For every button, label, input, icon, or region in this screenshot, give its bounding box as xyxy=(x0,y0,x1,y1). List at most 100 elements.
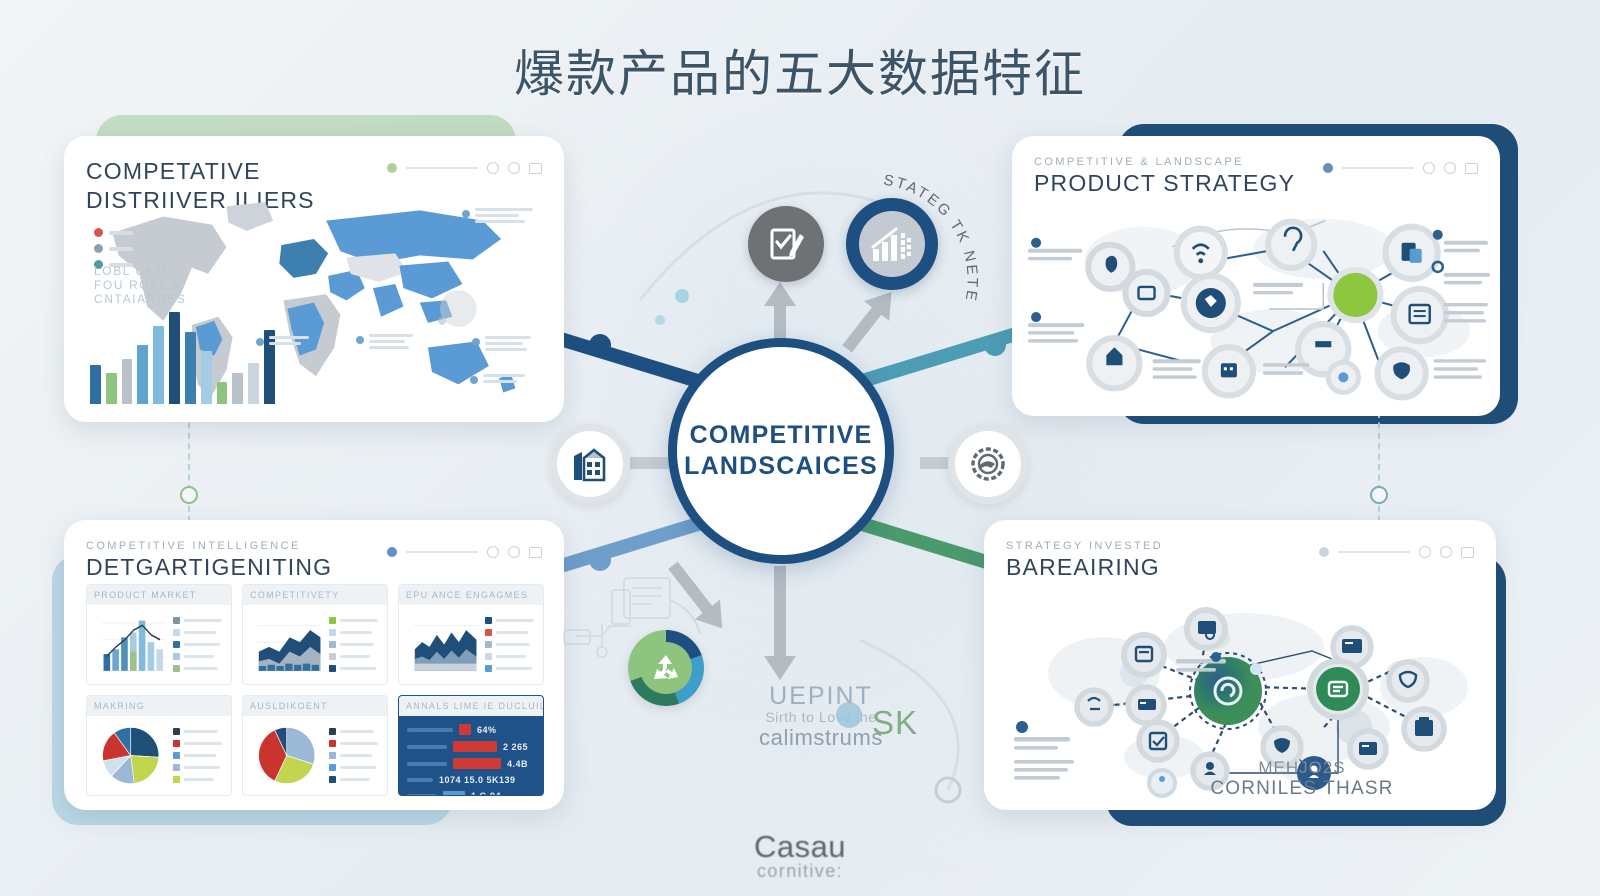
card-title: Makring xyxy=(87,696,231,716)
kpi-row: 64% xyxy=(407,724,535,735)
kpi-row: 1.C-94 xyxy=(407,791,535,796)
panel-br-caption: MEHJO2S CORNILES THASR xyxy=(1182,758,1422,800)
panel-bl-heading: DETGARTIGENITING xyxy=(86,554,333,580)
kpi-value: 64% xyxy=(477,724,497,735)
line-art-doodle xyxy=(563,577,701,658)
status-dot-icon xyxy=(1323,163,1333,173)
brand-name: Casau xyxy=(753,829,847,864)
panel-icon[interactable] xyxy=(1461,546,1474,558)
distribution-bar-chart xyxy=(90,312,275,404)
panel-competitive-distribution[interactable]: COMPETATIVE DISTRIIVER ILIERS xyxy=(64,136,564,422)
brand-tagline: cornitive: xyxy=(756,861,844,881)
kpi-row: 2 265 xyxy=(407,741,535,752)
bar-line-chart xyxy=(94,611,167,678)
dashboard-card[interactable]: COMPETITIVETY xyxy=(242,584,388,685)
map-callout-3 xyxy=(472,336,531,354)
panel-competitive-intelligence[interactable]: COMPETITIVE INTELLIGENCE DETGARTIGENITIN… xyxy=(64,520,564,810)
connector-line-left xyxy=(188,412,190,522)
bar xyxy=(137,344,149,404)
sk-mark: SK xyxy=(872,704,919,741)
globe-compass-icon[interactable] xyxy=(948,424,1028,504)
hub-line-1: COMPETITIVE xyxy=(689,420,873,449)
toolbar-rule xyxy=(406,551,478,553)
footer-brand: Casau cornitive: xyxy=(0,829,1600,882)
pie-slice xyxy=(113,727,132,757)
map-callout-2 xyxy=(356,334,413,352)
dashboard-card[interactable]: Makring xyxy=(86,695,232,796)
panel-icon[interactable] xyxy=(1465,162,1478,174)
bar xyxy=(169,312,180,404)
panel-tr-eyebrow: COMPETITIVE & LANDSCAPE xyxy=(1034,156,1244,168)
panel-tl-heading-line2: DISTRIIVER ILIERS xyxy=(86,187,315,213)
chat-icon[interactable] xyxy=(508,546,520,558)
dashboard-grid: PRODUCT MARKET xyxy=(86,584,544,796)
map-callout-5 xyxy=(256,336,309,348)
circle-icon[interactable] xyxy=(1419,546,1431,558)
card-title: COMPETITIVETY xyxy=(243,585,387,605)
dashboard-card[interactable]: PRODUCT MARKET xyxy=(86,584,232,685)
ghost-note-line-3: calimstrums xyxy=(759,725,883,750)
toolbar-rule xyxy=(406,167,478,169)
panel-tl-heading-line1: COMPETATIVE xyxy=(86,158,261,184)
panel-bl-toolbar[interactable] xyxy=(387,546,542,558)
ghost-line-1: LOBL CKM xyxy=(94,264,168,278)
kpi-value: 4.4B xyxy=(507,758,529,769)
arc-label-text: STATEG TK NETEN xyxy=(866,156,978,304)
kpi-row: 1074 15.0 5K139 xyxy=(407,775,535,785)
caption-line-2: CORNILES THASR xyxy=(1210,778,1394,799)
kpi-value: 1.C-94 xyxy=(471,791,502,796)
dashboard-card[interactable]: AusldiKoent xyxy=(242,695,388,796)
sk-accent-dot xyxy=(836,702,862,728)
panel-icon[interactable] xyxy=(529,546,542,558)
bargaining-network xyxy=(994,574,1490,806)
kpi-row: 4.4B xyxy=(407,758,535,769)
page-title: 爆款产品的五大数据特征 xyxy=(514,45,1086,103)
card-legend xyxy=(329,722,380,789)
info-icon[interactable] xyxy=(1440,546,1452,558)
pie-slice xyxy=(274,755,314,784)
card-legend xyxy=(173,611,224,678)
panel-br-toolbar[interactable] xyxy=(1319,546,1474,558)
card-title: Annals lime IE ducluiles xyxy=(399,696,543,716)
center-hub[interactable]: COMPETITIVE LANDSCAICES xyxy=(668,338,894,564)
ghost-line-2: FOU ROAES xyxy=(94,278,180,292)
panel-tr-toolbar[interactable] xyxy=(1323,162,1478,174)
checklist-edit-icon[interactable] xyxy=(748,206,824,282)
bar xyxy=(248,363,260,404)
bar-chart-icon[interactable] xyxy=(846,198,938,290)
panel-icon[interactable] xyxy=(529,162,542,174)
status-dot-icon xyxy=(387,547,397,557)
toolbar-rule xyxy=(1342,167,1414,169)
pie-chart-a xyxy=(94,722,167,789)
circle-icon[interactable] xyxy=(487,546,499,558)
panel-bargaining[interactable]: STRATEGY INVESTED BAREAIRING xyxy=(984,520,1496,810)
caption-line-1: MEHJO2S xyxy=(1258,758,1346,777)
status-dot-icon xyxy=(387,163,397,173)
circle-icon-2[interactable] xyxy=(508,162,520,174)
hub-line-2: LANDSCAICES xyxy=(684,452,878,480)
connector-line-right xyxy=(1378,412,1380,522)
factory-building-icon[interactable] xyxy=(550,424,630,504)
map-legend xyxy=(94,228,133,276)
recycle-icon[interactable] xyxy=(628,630,704,706)
bar xyxy=(105,373,117,404)
map-callout-1 xyxy=(462,208,533,226)
status-dot-icon xyxy=(1319,547,1329,557)
map-callout-4 xyxy=(470,374,525,386)
card-legend xyxy=(329,611,380,678)
svg-text:STATEG TK NETEN: STATEG TK NETEN xyxy=(866,156,981,304)
panel-tl-toolbar[interactable] xyxy=(387,162,542,174)
circle-icon[interactable] xyxy=(487,162,499,174)
bar xyxy=(216,381,228,404)
circle-icon-2[interactable] xyxy=(1444,162,1456,174)
circle-icon[interactable] xyxy=(1423,162,1435,174)
dashboard-card-kpi[interactable]: Annals lime IE ducluiles 64% 2 265 4.4B xyxy=(398,695,544,796)
pie-chart-b xyxy=(250,722,323,789)
card-title: AusldiKoent xyxy=(243,696,387,716)
panel-product-strategy[interactable]: COMPETITIVE & LANDSCAPE PRODUCT STRATEGY xyxy=(1012,136,1500,416)
bar xyxy=(200,350,212,404)
strategy-arc-label: STATEG TK NETEN xyxy=(866,156,981,304)
dashboard-card[interactable]: EPU ANCE ENGAGMES xyxy=(398,584,544,685)
card-title: EPU ANCE ENGAGMES xyxy=(399,585,543,605)
bar xyxy=(121,359,133,404)
